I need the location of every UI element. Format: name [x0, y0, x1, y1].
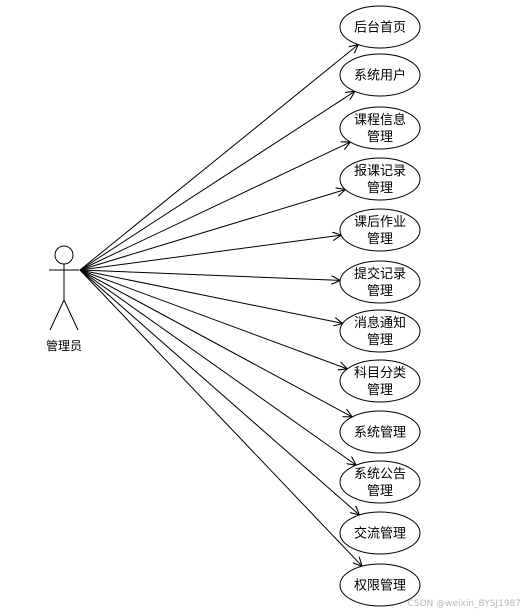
watermark: CSDN @weixin_BYSJ1987	[407, 599, 521, 609]
association-arrow	[79, 91, 355, 271]
use-case-label: 消息通知	[354, 315, 406, 331]
use-case-ellipse	[339, 106, 421, 150]
association-arrow	[79, 269, 362, 566]
association-arrow	[79, 269, 340, 280]
association-arrow	[79, 45, 358, 271]
actor: 管理员	[46, 245, 82, 353]
use-case-ellipse	[339, 511, 421, 555]
association-arrow	[79, 142, 350, 271]
use-case-label: 交流管理	[354, 526, 406, 542]
use-case: 系统管理	[339, 410, 421, 454]
use-cases: 后台首页系统用户课程信息管理报课记录管理课后作业管理提交记录管理消息通知管理科目…	[339, 5, 421, 607]
association-arrow	[79, 235, 341, 271]
use-case-ellipse	[339, 309, 421, 353]
association-arrow	[79, 190, 345, 271]
use-case: 后台首页	[339, 5, 421, 49]
use-case-label: 后台首页	[354, 21, 406, 36]
use-case-ellipse	[339, 208, 421, 252]
use-case-label: 课后作业	[354, 215, 406, 230]
actor-head	[54, 245, 74, 265]
use-case-ellipse	[339, 5, 421, 49]
use-case-label: 系统公告	[354, 467, 406, 482]
use-case-label: 科目分类	[354, 366, 406, 381]
use-case-label: 系统用户	[354, 68, 406, 84]
use-case: 交流管理	[339, 511, 421, 555]
actor-label: 管理员	[46, 338, 82, 353]
actor-left-leg	[49, 299, 65, 331]
use-case: 系统用户	[339, 53, 421, 97]
use-case-ellipse	[339, 53, 421, 97]
association-arrow	[79, 269, 359, 515]
use-case-label: 管理	[367, 383, 393, 398]
use-case-label: 管理	[367, 130, 393, 145]
association-arrow	[79, 269, 347, 369]
association-arrow	[79, 269, 343, 323]
association-arrow	[79, 269, 356, 465]
use-case-label: 提交记录	[354, 266, 406, 282]
use-case-label: 管理	[367, 232, 393, 247]
use-case-label: 管理	[367, 484, 393, 499]
use-case-ellipse	[339, 260, 421, 304]
use-case-label: 管理	[367, 181, 393, 196]
use-case-label: 管理	[367, 284, 393, 299]
use-case-label: 课程信息	[354, 112, 406, 128]
use-case-ellipse	[339, 410, 421, 454]
use-case-label: 管理	[367, 333, 393, 348]
use-case-ellipse	[339, 460, 421, 504]
use-case-ellipse	[339, 359, 421, 403]
association-arrow	[79, 269, 352, 417]
use-case-ellipse	[339, 157, 421, 201]
use-case: 权限管理	[339, 563, 421, 607]
association-lines	[79, 45, 362, 567]
use-case-label: 权限管理	[354, 578, 406, 594]
actor-right-leg	[63, 299, 79, 331]
use-case-label: 报课记录	[354, 164, 406, 179]
use-case-label: 系统管理	[354, 426, 406, 441]
use-case-ellipse	[339, 563, 421, 607]
